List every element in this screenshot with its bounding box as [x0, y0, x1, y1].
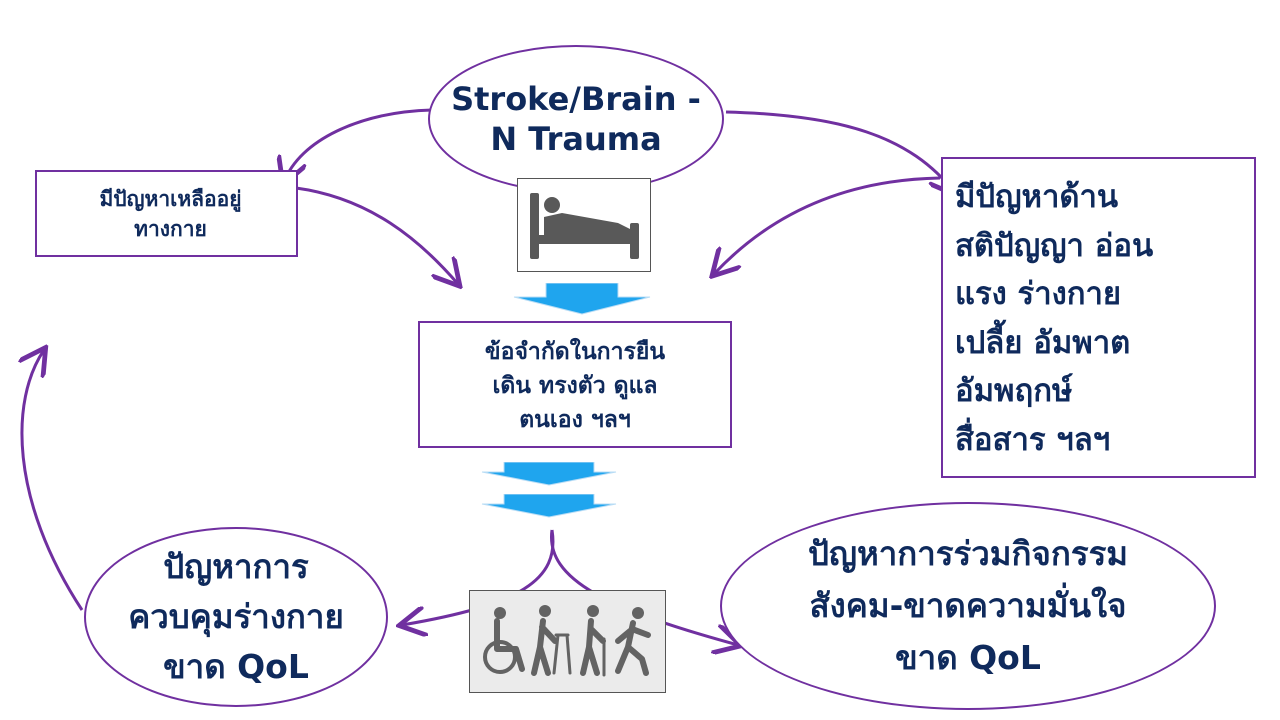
disability-mobility-icon [469, 590, 666, 693]
node-social-label: ปัญหาการร่วมกิจกรรม สังคม-ขาดความมั่นใจ … [807, 534, 1129, 677]
arrow-stroke-to-physical [284, 108, 433, 182]
down-arrow-3 [481, 494, 617, 518]
patient-bed-icon [517, 178, 651, 272]
node-limitation: ข้อจำกัดในการยืน เดิน ทรงตัว ดูแล ตนเอง … [418, 321, 732, 448]
arrow-loop-left [22, 350, 84, 611]
arrow-stroke-to-cognitive [725, 110, 955, 193]
arrow-physical-to-center [295, 186, 458, 284]
node-body-control-label: ปัญหาการ ควบคุมร่างกาย ขาด QoL [128, 547, 344, 686]
down-arrow-1 [513, 283, 651, 315]
node-cognitive: มีปัญหาด้าน สติปัญญา อ่อน แรง ร่างกาย เป… [941, 157, 1256, 478]
node-cognitive-label: มีปัญหาด้าน สติปัญญา อ่อน แรง ร่างกาย เป… [955, 179, 1154, 458]
node-physical-residual-label: มีปัญหาเหลืออยู่ ทางกาย [99, 187, 242, 241]
down-arrow-2 [481, 462, 617, 486]
node-social: ปัญหาการร่วมกิจกรรม สังคม-ขาดความมั่นใจ … [720, 502, 1216, 710]
node-limitation-label: ข้อจำกัดในการยืน เดิน ทรงตัว ดูแล ตนเอง … [484, 339, 666, 433]
node-physical-residual: มีปัญหาเหลืออยู่ ทางกาย [35, 170, 298, 257]
node-stroke: Stroke/Brain - N Trauma [428, 45, 724, 193]
node-stroke-label: Stroke/Brain - N Trauma [451, 80, 701, 158]
node-body-control: ปัญหาการ ควบคุมร่างกาย ขาด QoL [84, 527, 388, 707]
arrow-cognitive-to-center [714, 176, 941, 274]
